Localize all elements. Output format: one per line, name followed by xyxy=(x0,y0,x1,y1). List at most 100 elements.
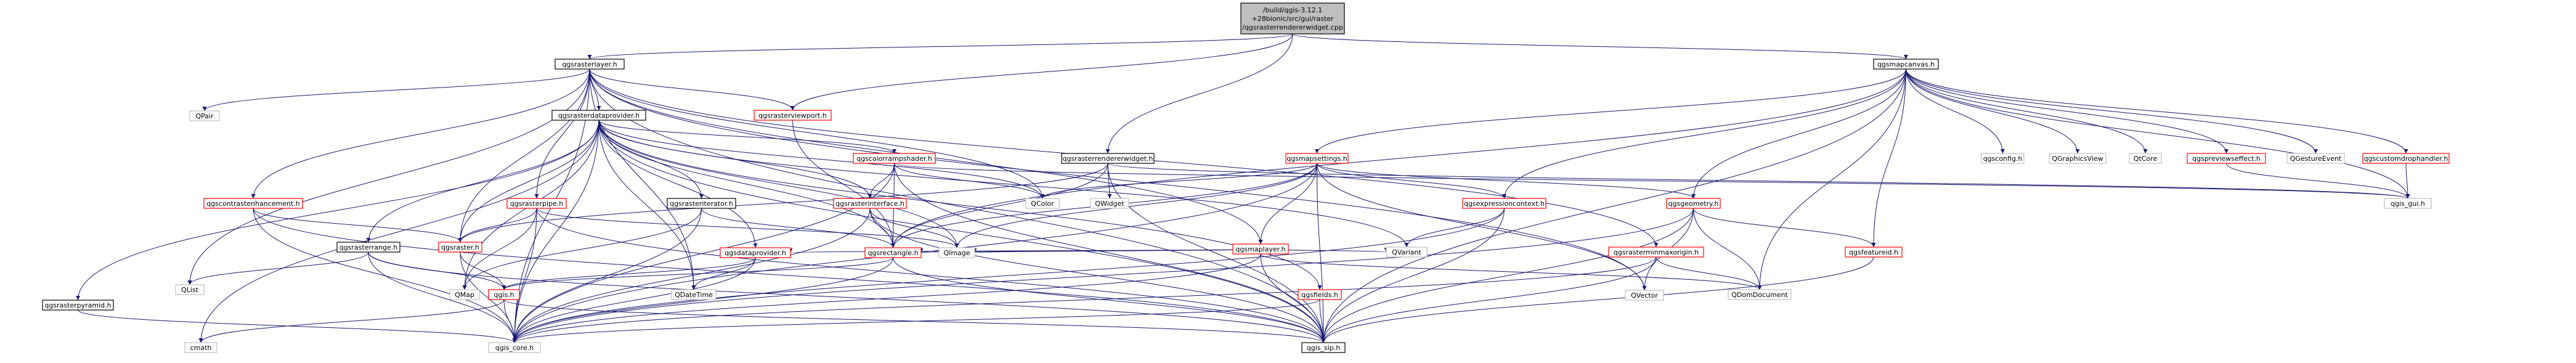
edge-qgsexpressioncontext-to-qgis_sip xyxy=(1321,208,1505,343)
node-qgis-gui[interactable]: qgis_gui.h xyxy=(2384,198,2432,209)
node-qpair[interactable]: QPair xyxy=(189,110,220,121)
node-box xyxy=(551,110,646,121)
node-box xyxy=(1666,198,1721,209)
node-qvector[interactable]: QVector xyxy=(1625,290,1664,301)
node-qmap[interactable]: QMap xyxy=(449,289,480,300)
edge-qgsrasteriterator-to-qgis_core xyxy=(512,208,702,343)
node-box xyxy=(1301,342,1346,353)
node-box xyxy=(1386,247,1428,258)
node-box xyxy=(42,300,114,311)
edge-qgsmapcanvas-to-qgsfeatureid xyxy=(1871,68,1906,248)
node-box xyxy=(833,198,907,209)
node-label: qgsmaplayer.h xyxy=(1235,245,1285,253)
edge-qgsmapcanvas-to-qgsexpressioncontext xyxy=(1502,68,1906,199)
node-qgsrasterinterface[interactable]: qgsrasterinterface.h xyxy=(833,198,907,209)
node-box xyxy=(1608,247,1704,258)
node-qgraphicsview[interactable]: QGraphicsView xyxy=(2049,153,2107,164)
edge-qgsrasterlayer-to-qgscontrastenhancement xyxy=(251,68,590,199)
node-qgsfeatureid[interactable]: qgsfeatureid.h xyxy=(1845,247,1903,258)
node-label: QDateTime xyxy=(675,291,713,299)
node-qgsexpressioncontext[interactable]: qgsexpressioncontext.h xyxy=(1462,198,1546,209)
edge-qgsrasterlayer-to-qcolor xyxy=(589,68,1045,199)
edge-qgsrasterpyramid-to-qgis_core xyxy=(78,309,517,343)
node-layer: /build/qgis-3.12.1+28bionic/src/gui/rast… xyxy=(42,2,2450,353)
node-qgsdataprovider[interactable]: qgsdataprovider.h xyxy=(720,247,791,258)
node-qgsrasterminmaxorigin[interactable]: qgsrasterminmaxorigin.h xyxy=(1608,247,1704,258)
node-root[interactable]: /build/qgis-3.12.1+28bionic/src/gui/rast… xyxy=(1240,2,1345,35)
edge-qgsgeometry-to-qgsfeatureid xyxy=(1693,208,1876,248)
node-qdomdocument[interactable]: QDomDocument xyxy=(1728,289,1792,300)
node-qgis-sip[interactable]: qgis_sip.h xyxy=(1301,342,1346,353)
edge-qgsmapsettings-to-qgsexpressioncontext xyxy=(1317,163,1506,199)
node-qgestureevent[interactable]: QGestureEvent xyxy=(2286,153,2345,164)
node-qcolor[interactable]: QColor xyxy=(1025,198,1060,209)
node-qgsraster[interactable]: qgsraster.h xyxy=(438,242,482,253)
node-qgsrasterrange[interactable]: qgsrasterrange.h xyxy=(336,242,400,253)
node-qwidget[interactable]: QWidget xyxy=(1090,198,1129,209)
edge-qgsmapcanvas-to-qgis_gui xyxy=(1906,68,2410,199)
node-box xyxy=(336,242,400,253)
node-qvariant[interactable]: QVariant xyxy=(1386,247,1428,258)
node-qgsrasteriterator[interactable]: qgsrasteriterator.h xyxy=(667,198,736,209)
edge-qgsrasteriterator-to-qgsrectangle xyxy=(701,208,895,248)
node-qgsrasterrendererwidget[interactable]: qgsrasterrendererwidget.h xyxy=(1061,153,1155,164)
edge-qgsmapcanvas-to-qdomdocument xyxy=(1757,68,1906,290)
node-label: /qgsrasterrendererwidget.cpp xyxy=(1242,23,1343,31)
node-qgscontrastenhancement[interactable]: qgscontrastenhancement.h xyxy=(203,198,303,209)
node-label: qgis_sip.h xyxy=(1307,344,1341,352)
node-cmath[interactable]: cmath xyxy=(184,342,217,353)
node-qgsgeometry[interactable]: qgsgeometry.h xyxy=(1666,198,1721,209)
node-qgsmapsettings[interactable]: qgsmapsettings.h xyxy=(1285,153,1349,164)
edge-root-to-qgsrasterrendererwidget xyxy=(1105,33,1293,154)
edge-qgsrasterlayer-to-qgsraster xyxy=(458,68,590,243)
node-qgsrasterpipe[interactable]: qgsrasterpipe.h xyxy=(506,198,567,209)
node-qimage[interactable]: QImage xyxy=(938,247,975,258)
edge-root-to-qgsrasterlayer xyxy=(587,33,1293,60)
edge-qgsrasterrendererwidget-to-qgsrectangle xyxy=(891,163,1108,248)
edge-qgsgeometry-to-qgis_sip xyxy=(1321,208,1694,343)
node-qgsrasterlayer[interactable]: qgsrasterlayer.h xyxy=(555,59,625,70)
node-box xyxy=(671,289,717,300)
edge-qgsrasterdataprovider-to-qgsrasterrange xyxy=(366,120,599,243)
edge-qgsmapsettings-to-qvector xyxy=(1317,163,1647,291)
node-qgsrasterviewport[interactable]: qgsrasterviewport.h xyxy=(754,110,832,121)
node-qgscustomdrophandler[interactable]: qgscustomdrophandler.h xyxy=(2362,153,2450,164)
edge-qgsmaplayer-to-qgis_core xyxy=(512,253,1261,343)
node-label: QMap xyxy=(455,291,474,299)
node-qgsrasterdataprovider[interactable]: qgsrasterdataprovider.h xyxy=(551,110,646,121)
edge-qgscolorrampshader-to-qgis_sip xyxy=(894,163,1326,343)
edge-qgsrasterlayer-to-qgsrasterviewport xyxy=(589,68,795,111)
node-box xyxy=(1240,2,1345,35)
edge-qgsrasterpipe-to-qimage xyxy=(536,208,959,248)
node-qgis-core[interactable]: qgis_core.h xyxy=(488,342,541,353)
node-label: QVector xyxy=(1631,292,1658,300)
edge-qgsrasterdataprovider-to-qgsdataprovider xyxy=(598,120,758,248)
edge-qgsrasterviewport-to-qgsrectangle xyxy=(792,120,895,248)
node-label: qgsexpressioncontext.h xyxy=(1464,200,1545,208)
node-qgsmapcanvas[interactable]: qgsmapcanvas.h xyxy=(1873,59,1939,70)
node-label: qgsrectangle.h xyxy=(867,249,918,257)
node-label: qgsrasterdataprovider.h xyxy=(558,112,640,120)
node-box xyxy=(488,342,541,353)
node-qgis[interactable]: qgis.h xyxy=(488,289,520,300)
node-qgsmaplayer[interactable]: qgsmaplayer.h xyxy=(1232,243,1289,255)
node-qgsrasterpyramid[interactable]: qgsrasterpyramid.h xyxy=(42,300,114,311)
node-qgsfields[interactable]: qgsfields.h xyxy=(1298,289,1342,300)
node-qtcore[interactable]: QtCore xyxy=(2129,153,2162,164)
node-box xyxy=(754,110,832,121)
node-qgspreviewquickeffect[interactable]: qgspreviewseffect.h xyxy=(2187,153,2266,164)
node-label: QGestureEvent xyxy=(2290,155,2342,163)
node-qgsrectangle[interactable]: qgsrectangle.h xyxy=(864,247,922,258)
node-box xyxy=(438,242,482,253)
node-box xyxy=(1232,243,1289,255)
node-qlist[interactable]: QList xyxy=(175,284,205,295)
node-label: qgsrasterpyramid.h xyxy=(44,301,111,309)
node-qdatetime[interactable]: QDateTime xyxy=(671,289,717,300)
node-qgscolorrampshader[interactable]: qgscolorrampshader.h xyxy=(853,153,936,164)
node-box xyxy=(1285,153,1349,164)
edge-qgsrasterrendererwidget-to-qgis_gui xyxy=(1107,163,2410,199)
node-label: QVariant xyxy=(1392,248,1421,256)
node-box xyxy=(203,198,303,209)
node-label: qgsrasterpipe.h xyxy=(510,200,564,208)
node-qgsconfig[interactable]: qgsconfig.h xyxy=(1981,153,2025,164)
